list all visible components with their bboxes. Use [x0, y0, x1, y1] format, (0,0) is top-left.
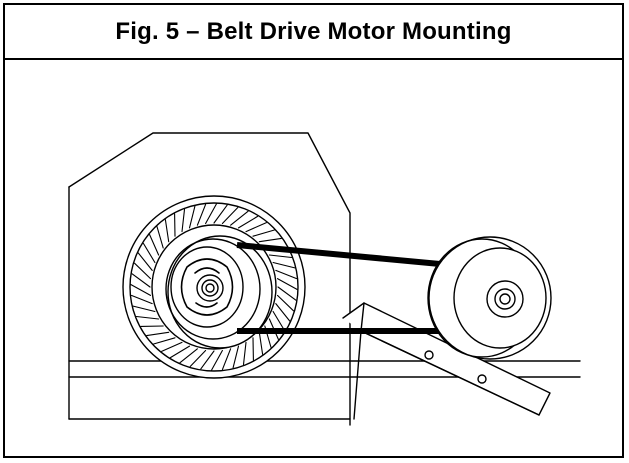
blower-blade: [189, 349, 207, 368]
blower-blade: [277, 286, 297, 301]
blower-blade: [200, 350, 215, 370]
blower-blade: [237, 215, 259, 229]
blower-pulley-icon: [165, 235, 273, 349]
blower-blade: [164, 219, 170, 243]
blower-blade: [142, 242, 156, 264]
blower-blade: [135, 315, 160, 320]
blower-blade: [242, 341, 247, 366]
figure-frame: Fig. 5 – Belt Drive Motor Mounting: [3, 3, 624, 458]
blower-blade: [179, 348, 198, 364]
blower-blade: [252, 229, 275, 237]
blower-blade: [137, 252, 153, 271]
blower-blade: [275, 269, 298, 280]
blower-blade: [276, 294, 295, 312]
blower-blade: [258, 331, 264, 355]
blower-blade: [132, 305, 156, 313]
blower-blade: [181, 208, 186, 233]
drawing-area: [5, 60, 622, 456]
figure-title: Fig. 5 – Belt Drive Motor Mounting: [115, 17, 512, 45]
blower-blade: [221, 206, 239, 225]
blower-blade: [146, 331, 170, 337]
blower-blade: [130, 294, 153, 305]
belt-drive-diagram: [68, 132, 581, 426]
blower-blade: [196, 203, 207, 226]
motor-pulley-icon: [427, 236, 552, 360]
blower-blade: [211, 349, 223, 371]
blower-blade: [153, 337, 176, 345]
blower-blade: [133, 262, 152, 280]
blower-blade: [272, 310, 286, 332]
blower-blade: [156, 226, 164, 249]
blower-blade: [149, 234, 160, 256]
blower-blade: [213, 204, 228, 224]
blower-blade: [230, 210, 249, 226]
figure-title-bar: Fig. 5 – Belt Drive Motor Mounting: [5, 5, 622, 60]
blower-blade: [232, 345, 240, 369]
blower-blade: [268, 254, 293, 259]
blower-blade: [245, 222, 267, 233]
blower-blade: [130, 284, 152, 296]
blower-blade: [272, 261, 296, 269]
blower-blade: [131, 273, 151, 288]
blower-blade: [258, 237, 282, 243]
blower-blade: [161, 341, 183, 352]
blower-blade: [169, 345, 191, 359]
blower-housing: [68, 132, 351, 426]
blower-blade: [205, 203, 217, 225]
blower-blade: [276, 278, 298, 290]
blower-blade: [221, 348, 232, 371]
blower-blade: [188, 205, 196, 229]
blower-blade: [275, 303, 291, 322]
